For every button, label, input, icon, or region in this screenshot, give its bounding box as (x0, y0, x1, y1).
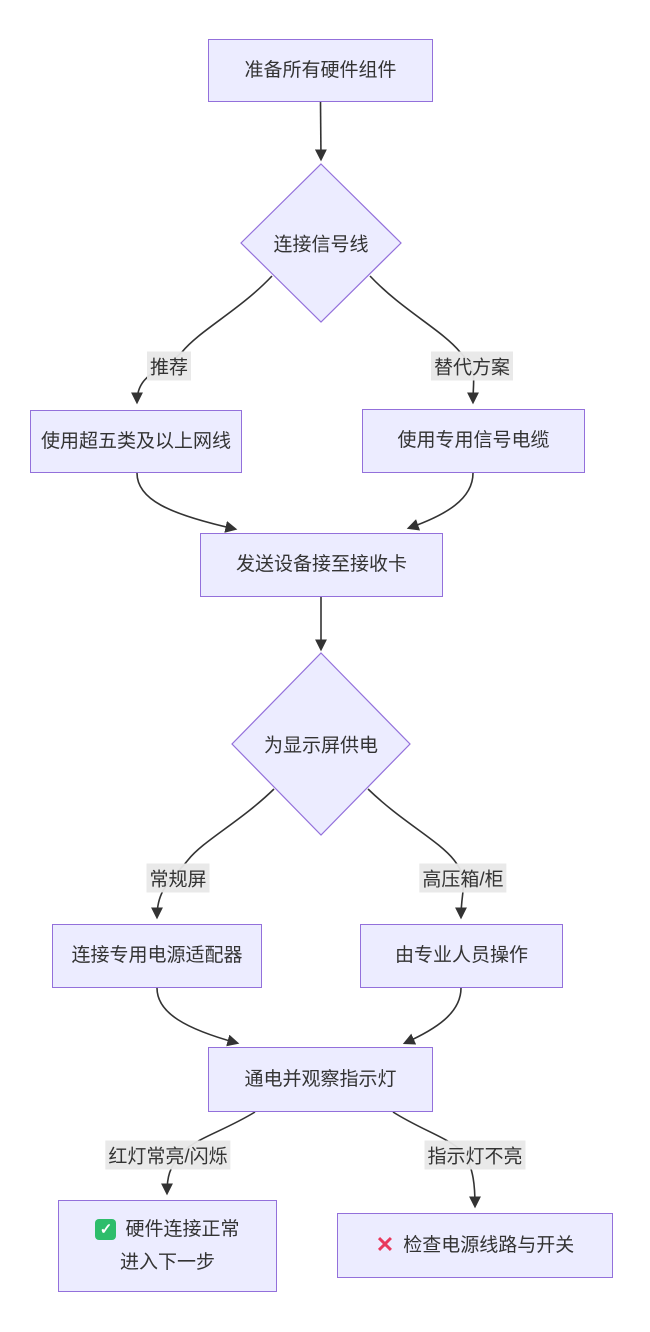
node-dedicated-cable: 使用专用信号电缆 (362, 409, 585, 473)
edge-dedicated-cable-to-sender (406, 472, 474, 531)
hardware-ok-text: 硬件连接正常 (125, 1218, 240, 1240)
node-power-on-observe: 通电并观察指示灯 (208, 1047, 433, 1112)
node-prepare-hardware: 准备所有硬件组件 (208, 39, 433, 102)
node-professional-operation: 由专业人员操作 (360, 924, 563, 988)
edge-label-alternative: 替代方案 (430, 351, 514, 381)
edge-label-hv-cabinet: 高压箱/柜 (419, 863, 507, 893)
edge-power-display-to-professional (367, 788, 468, 920)
decision-connect-signal-label: 连接信号线 (273, 234, 369, 256)
check-power-content: ✕ 检查电源线路与开关 (376, 1233, 574, 1259)
edge-power-display-to-adapter (151, 788, 275, 920)
decision-power-display-shape (231, 652, 411, 836)
node-hardware-ok: ✓ 硬件连接正常 进入下一步 (58, 1200, 277, 1292)
edge-cat5e-to-sender (136, 472, 238, 533)
check-icon: ✓ (95, 1219, 117, 1241)
check-power-text: 检查电源线路与开关 (403, 1234, 575, 1256)
hardware-ok-line2: 进入下一步 (119, 1251, 215, 1273)
node-sender-to-receiver: 发送设备接至接收卡 (200, 533, 443, 597)
hardware-ok-content: ✓ 硬件连接正常 进入下一步 (95, 1217, 240, 1275)
edge-connect-signal-to-cat5e (131, 275, 273, 405)
edge-connect-signal-to-dedicated-cable (369, 275, 480, 405)
cross-icon: ✕ (375, 1232, 395, 1258)
decision-power-display-label: 为显示屏供电 (263, 735, 379, 757)
decision-connect-signal-shape (240, 163, 402, 323)
edge-adapter-to-observe (156, 987, 240, 1047)
edge-label-light-off: 指示灯不亮 (424, 1140, 526, 1170)
edge-label-recommended: 推荐 (146, 351, 192, 381)
edge-prepare-to-connect-signal (314, 101, 327, 162)
node-check-power: ✕ 检查电源线路与开关 (337, 1213, 613, 1278)
edge-label-red-light-on: 红灯常亮/闪烁 (105, 1140, 231, 1170)
edge-label-regular-screen: 常规屏 (146, 863, 210, 893)
node-power-adapter: 连接专用电源适配器 (52, 924, 262, 988)
hardware-ok-line1: ✓ 硬件连接正常 (95, 1217, 240, 1243)
edge-professional-to-observe (402, 987, 462, 1045)
node-cat5e-cable: 使用超五类及以上网线 (30, 410, 242, 473)
